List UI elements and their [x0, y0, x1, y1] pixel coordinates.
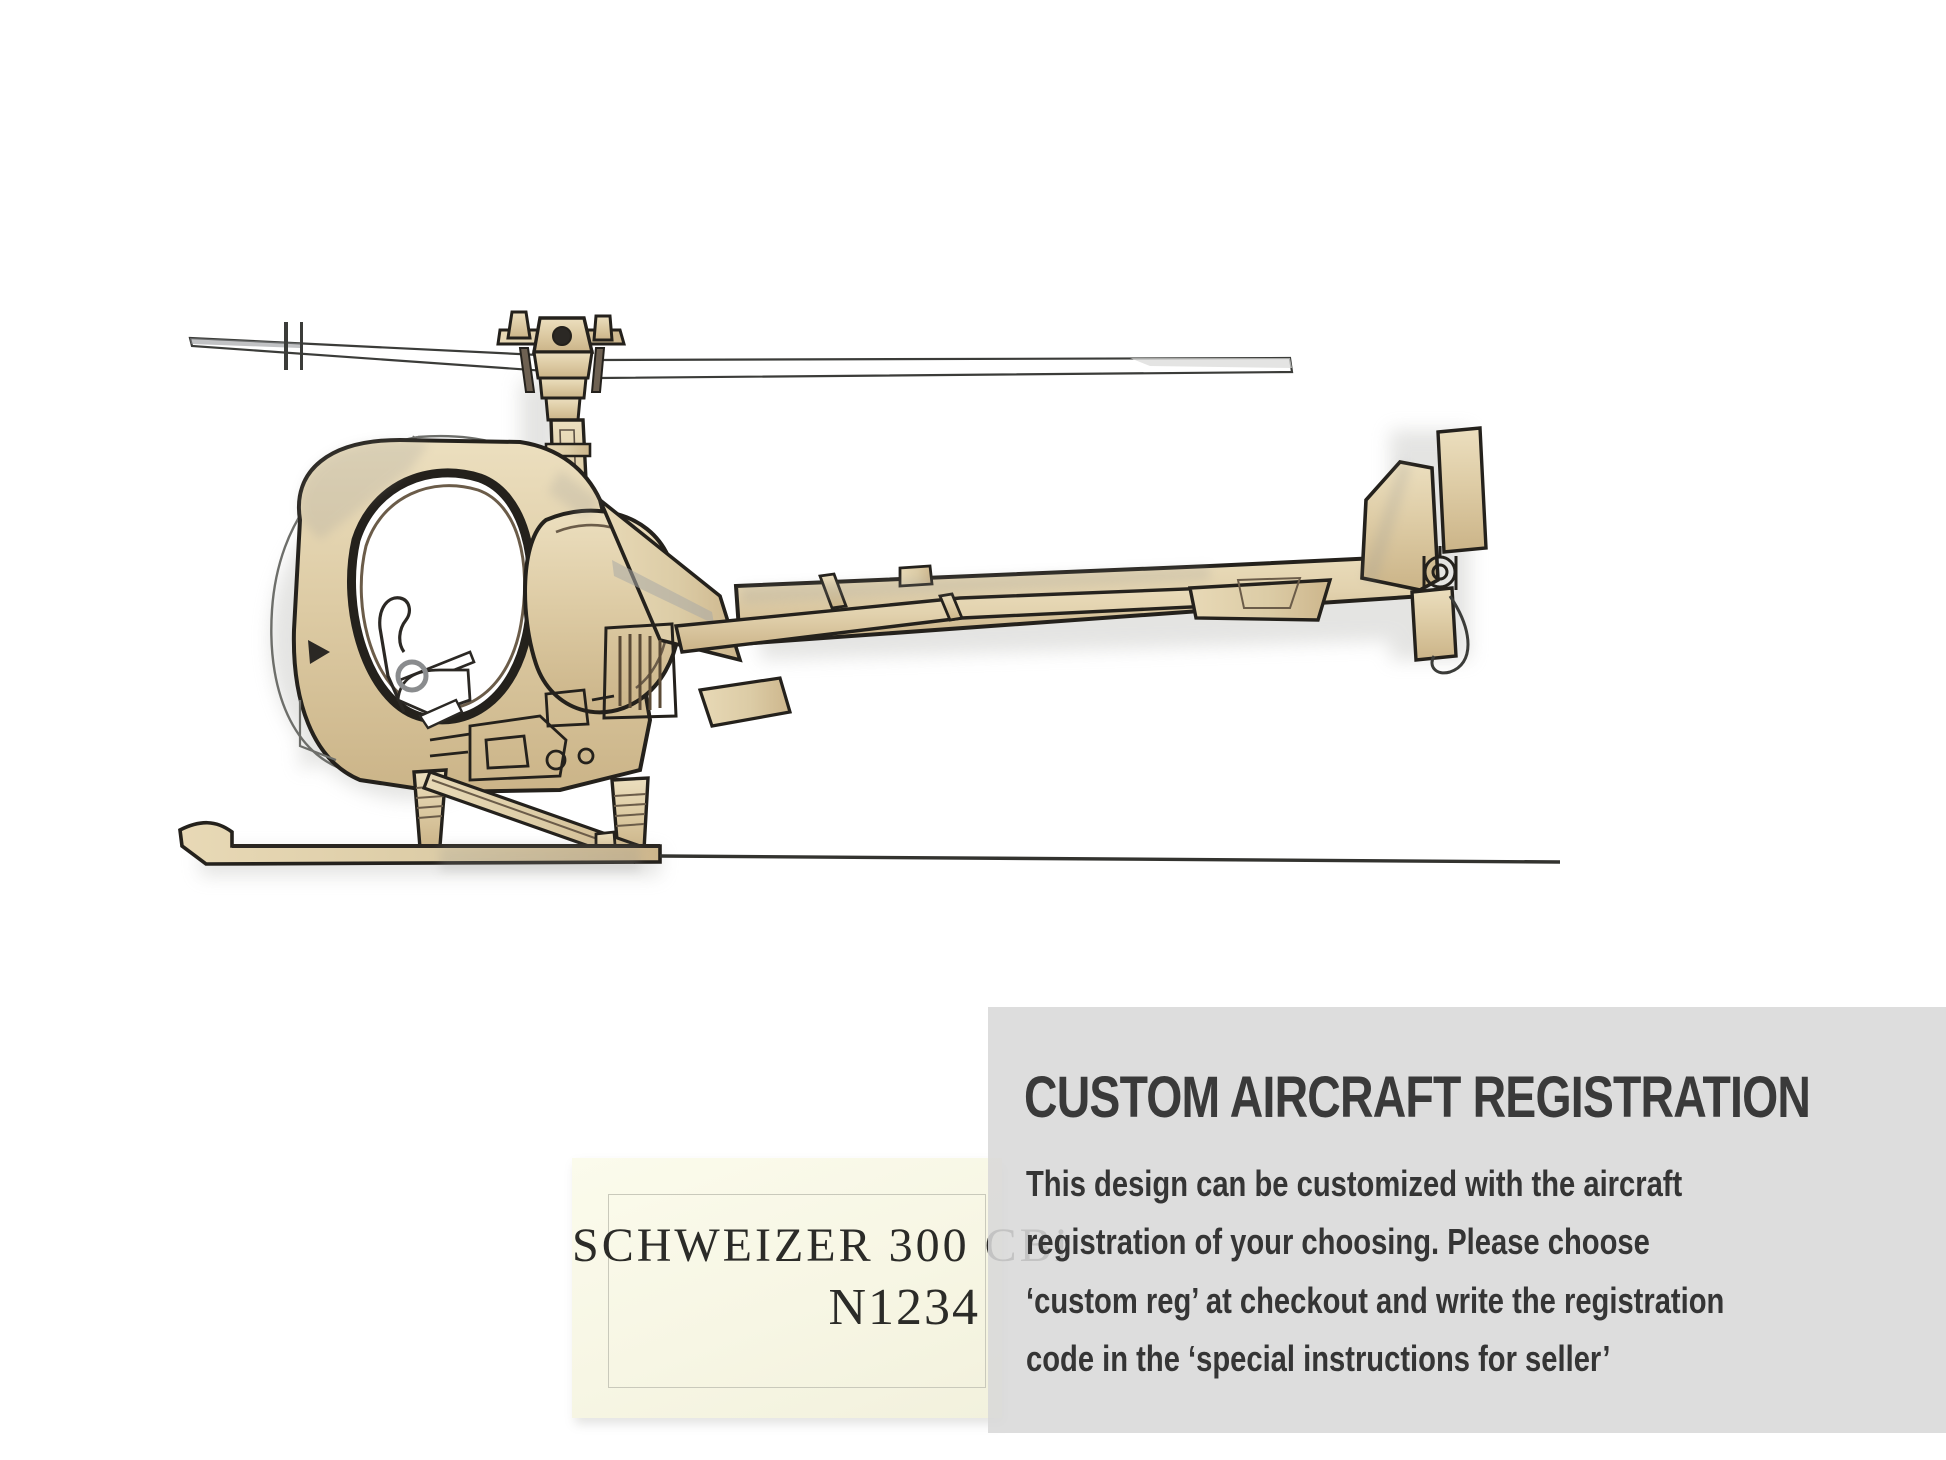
info-panel-headline: CUSTOM AIRCRAFT REGISTRATION — [1024, 1065, 1811, 1130]
info-body-line-2: registration of your choosing. Please ch… — [1026, 1221, 1650, 1263]
plaque-aircraft-model: SCHWEIZER 300 CBi — [572, 1219, 1072, 1272]
tail-boom — [673, 553, 1427, 654]
engine-bay-detail — [429, 498, 793, 782]
plaque-inner-border — [608, 1194, 986, 1388]
fuselage-cabin — [291, 437, 653, 795]
info-body-line-4: code in the ‘special instructions for se… — [1026, 1337, 1611, 1379]
cockpit-interior — [378, 596, 476, 730]
plaque-registration-code: N1234 — [828, 1279, 980, 1336]
custom-registration-info-panel: CUSTOM AIRCRAFT REGISTRATION This design… — [988, 1007, 1946, 1433]
wall-shadow — [298, 440, 1412, 872]
info-panel-body: This design can be customized with the a… — [1026, 1155, 1933, 1388]
info-body-line-1: This design can be customized with the a… — [1026, 1163, 1683, 1204]
info-body-line-3: ‘custom reg’ at checkout and write the r… — [1026, 1279, 1725, 1321]
main-rotor-blades — [188, 322, 1294, 380]
engraved-nameplate: SCHWEIZER 300 CBi N1234 — [572, 1158, 1072, 1418]
